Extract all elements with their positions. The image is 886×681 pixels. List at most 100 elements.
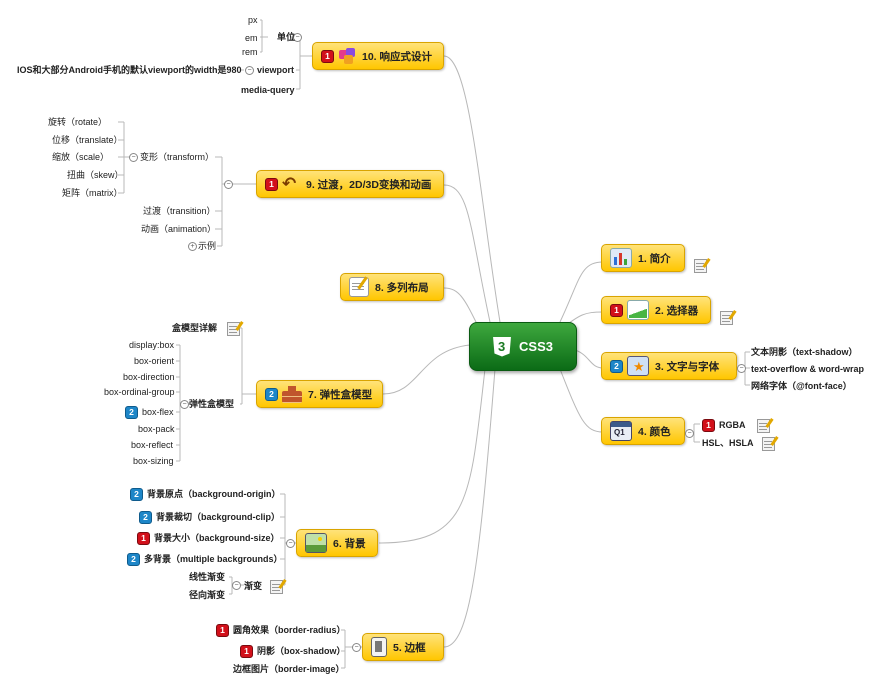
subtopic: 网络字体（@font-face） (751, 381, 852, 391)
subtopic: box-reflect (131, 440, 174, 450)
green-slope-icon (627, 300, 649, 320)
subtopic: 示例 (198, 241, 217, 251)
subtopic: 弹性盒模型 (189, 399, 235, 409)
topic-label: 5. 边框 (393, 641, 426, 654)
collapse-toggle[interactable]: − (232, 581, 241, 590)
topic-label: 1. 简介 (638, 252, 671, 265)
priority-badge: 1 (321, 49, 334, 63)
subtopic: 文本阴影（text-shadow） (751, 347, 858, 357)
expand-toggle[interactable]: + (188, 242, 197, 251)
css3-shield-icon (493, 336, 512, 357)
priority-badge: 2 (610, 359, 623, 373)
subtopic-label: 多背景（multiple backgrounds） (144, 554, 283, 564)
collapse-toggle[interactable]: − (293, 33, 302, 42)
topic-label: 10. 响应式设计 (362, 50, 433, 63)
subtopic-label: box-flex (142, 407, 174, 417)
frame-icon (371, 637, 387, 657)
subtopic: display:box (129, 340, 175, 350)
subtopic: 单位 (277, 32, 296, 42)
note-icon[interactable] (720, 311, 733, 325)
subtopic: 位移（translate） (52, 135, 123, 145)
priority-badge: 2 (125, 406, 138, 420)
subtopic: 2 box-flex (125, 406, 174, 420)
topic-label: 4. 颜色 (638, 425, 671, 438)
subtopic: 旋转（rotate） (48, 117, 108, 127)
subtopic: 1 RGBA (702, 419, 746, 433)
priority-badge: 1 (702, 419, 715, 433)
collapse-toggle[interactable]: − (737, 364, 746, 373)
topic-backgrounds[interactable]: 6. 背景 (296, 529, 378, 557)
collapse-toggle[interactable]: − (245, 66, 254, 75)
topic-colors[interactable]: Q1 4. 颜色 (601, 417, 685, 445)
priority-badge: 1 (610, 303, 623, 317)
subtopic: text-overflow & word-wrap (751, 364, 865, 374)
subtopic: 1 背景大小（background-size） (137, 532, 280, 546)
subtopic: box-ordinal-group (104, 387, 175, 397)
topic-intro[interactable]: 1. 简介 (601, 244, 685, 272)
topic-flexbox[interactable]: 2 7. 弹性盒模型 (256, 380, 383, 408)
subtopic: box-pack (138, 424, 175, 434)
topic-label: 8. 多列布局 (375, 281, 429, 294)
subtopic-label: 背景原点（background-origin） (147, 489, 281, 499)
subtopic-label: RGBA (719, 420, 746, 430)
priority-badge: 2 (265, 387, 278, 401)
topic-transitions-transforms[interactable]: 1 ↶ 9. 过渡，2D/3D变换和动画 (256, 170, 444, 198)
bar-chart-icon (610, 248, 632, 268)
topic-label: 3. 文字与字体 (655, 360, 720, 373)
priority-badge: 2 (139, 511, 152, 525)
subtopic: box-orient (134, 356, 175, 366)
priority-badge: 1 (240, 645, 253, 659)
priority-badge: 2 (127, 553, 140, 567)
note-icon[interactable] (757, 419, 770, 433)
central-topic[interactable]: CSS3 (469, 322, 577, 371)
topic-multi-column[interactable]: 8. 多列布局 (340, 273, 444, 301)
subtopic: 缩放（scale） (52, 152, 110, 162)
priority-badge: 1 (216, 624, 229, 638)
subtopic-label: 背景裁切（background-clip） (156, 512, 281, 522)
collapse-toggle[interactable]: − (286, 539, 295, 548)
subtopic: 边框图片（border-image） (233, 664, 345, 674)
subtopic: 2 背景裁切（background-clip） (139, 511, 281, 525)
subtopic: IOS和大部分Android手机的默认viewport的width是980 (17, 65, 242, 75)
subtopic-label: 阴影（box-shadow） (257, 646, 346, 656)
collapse-toggle[interactable]: − (180, 400, 189, 409)
collapse-toggle[interactable]: − (224, 180, 233, 189)
note-icon[interactable] (270, 580, 283, 594)
subtopic: 盒模型详解 (172, 323, 218, 333)
topic-label: 7. 弹性盒模型 (308, 388, 373, 401)
collapse-toggle[interactable]: − (685, 429, 694, 438)
subtopic: 动画（animation） (141, 224, 217, 234)
subtopic: 矩阵（matrix） (62, 188, 123, 198)
subtopic: 2 背景原点（background-origin） (130, 488, 281, 502)
collapse-toggle[interactable]: − (352, 643, 361, 652)
topic-text-fonts[interactable]: 2 ★ 3. 文字与字体 (601, 352, 737, 380)
subtopic: 2 多背景（multiple backgrounds） (127, 553, 283, 567)
note-icon[interactable] (762, 437, 775, 451)
priority-badge: 1 (265, 177, 278, 191)
subtopic: 线性渐变 (189, 572, 226, 582)
subtopic: box-sizing (133, 456, 174, 466)
collapse-toggle[interactable]: − (129, 153, 138, 162)
topic-label: 2. 选择器 (655, 304, 699, 317)
subtopic: rem (242, 47, 258, 57)
priority-badge: 2 (130, 488, 143, 502)
subtopic: HSL、HSLA (702, 438, 754, 448)
note-icon[interactable] (694, 259, 707, 273)
subtopic: em (245, 33, 258, 43)
subtopic: 渐变 (244, 581, 263, 591)
central-label: CSS3 (519, 339, 553, 354)
topic-borders[interactable]: 5. 边框 (362, 633, 444, 661)
subtopic: 1 阴影（box-shadow） (240, 645, 346, 659)
subtopic-label: 圆角效果（border-radius） (233, 625, 346, 635)
subtopic-label: 背景大小（background-size） (154, 533, 280, 543)
subtopic: media-query (241, 85, 295, 95)
subtopic: 过渡（transition） (143, 206, 216, 216)
note-icon[interactable] (227, 322, 240, 336)
topic-responsive-design[interactable]: 1 10. 响应式设计 (312, 42, 444, 70)
undo-arrow-icon: ↶ (282, 174, 297, 193)
topic-selectors[interactable]: 1 2. 选择器 (601, 296, 711, 324)
topic-label: 9. 过渡，2D/3D变换和动画 (306, 178, 432, 191)
star-window-icon: ★ (627, 356, 649, 376)
priority-badge: 1 (137, 532, 150, 546)
subtopic: box-direction (123, 372, 175, 382)
